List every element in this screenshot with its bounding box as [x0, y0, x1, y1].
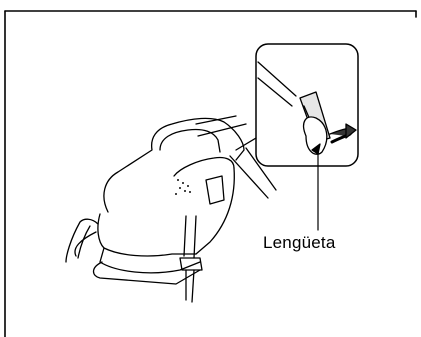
detail-inset	[236, 44, 358, 166]
vehicle-belt	[196, 116, 276, 198]
seat-texture-dots	[176, 180, 191, 195]
page-border	[5, 11, 416, 337]
callout-label-tab: Lengüeta	[263, 233, 336, 253]
child-seat	[66, 118, 244, 302]
